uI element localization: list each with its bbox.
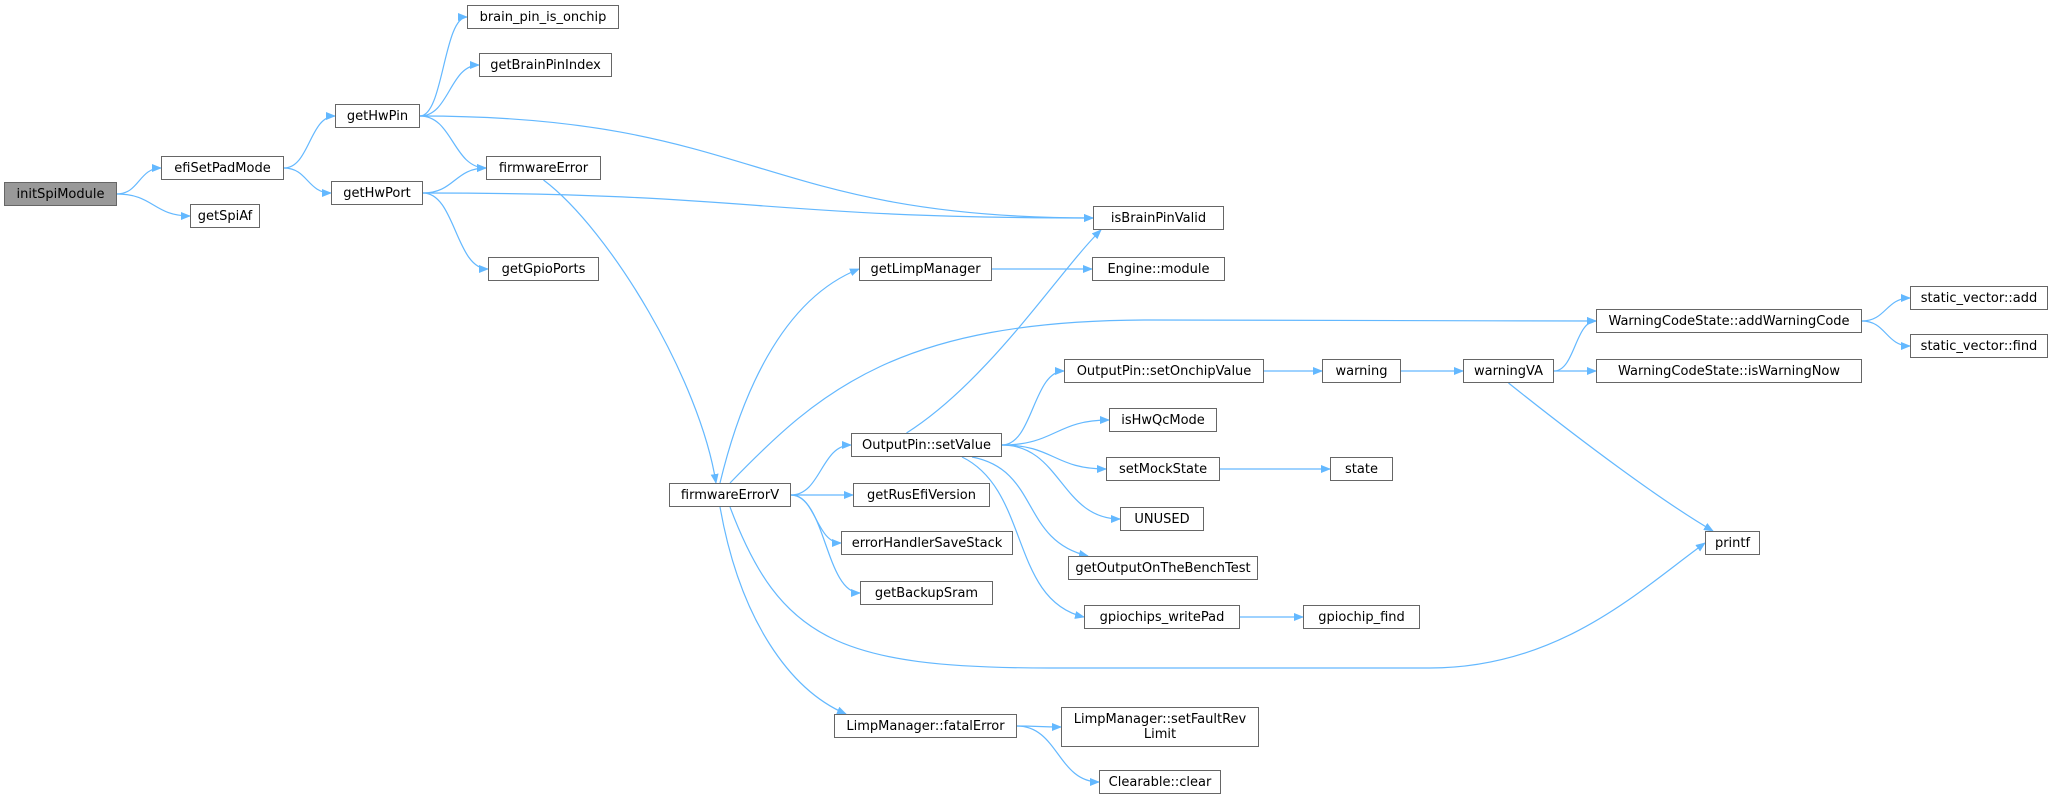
edge-warningva-to-printf — [1508, 382, 1714, 532]
edge-gethwpin-to-brain-pin-is-onchip — [419, 13, 468, 117]
edge-gethwport-to-getgpioports — [422, 192, 489, 273]
edge-outputpin-setvalue-to-setmockstate — [1001, 444, 1107, 473]
edge-outputpin-setvalue-to-outputpin-setonchipvalue — [1001, 367, 1065, 446]
edge-outputpin-setvalue-to-gpiochips-writepad — [961, 456, 1085, 619]
edge-firmwareerrorv-to-warningcodestate-addwarningcode — [729, 316, 1597, 484]
edge-efisetpadmode-to-gethwpin — [283, 112, 336, 169]
edge-gethwport-to-isbrainpinvalid — [422, 192, 1094, 222]
node-efisetpadmode[interactable]: efiSetPadMode — [161, 156, 284, 180]
edge-gethwport-to-firmwareerror — [422, 164, 487, 194]
node-ishwqcmode[interactable]: isHwQcMode — [1109, 408, 1217, 432]
node-gpiochips-writepad[interactable]: gpiochips_writePad — [1084, 605, 1240, 629]
node-warningva[interactable]: warningVA — [1463, 359, 1554, 383]
edge-firmwareerrorv-to-printf — [729, 506, 1706, 669]
node-getrusefiversion[interactable]: getRusEfiVersion — [853, 483, 990, 507]
node-initspimodule[interactable]: initSpiModule — [4, 182, 117, 206]
node-engine-module[interactable]: Engine::module — [1092, 257, 1225, 281]
node-warning[interactable]: warning — [1322, 359, 1401, 383]
node-warningcodestate-iswarningnow[interactable]: WarningCodeState::isWarningNow — [1596, 359, 1862, 383]
edge-outputpin-setvalue-to-ishwqcmode — [1001, 416, 1110, 446]
node-outputpin-setonchipvalue[interactable]: OutputPin::setOnchipValue — [1064, 359, 1264, 383]
node-warningcodestate-addwarningcode[interactable]: WarningCodeState::addWarningCode — [1596, 309, 1862, 333]
edge-warningva-to-warningcodestate-addwarningcode — [1553, 317, 1597, 372]
edge-outputpin-setvalue-to-getoutputonthebenchtest — [971, 456, 1089, 558]
node-getlimpmanager[interactable]: getLimpManager — [859, 257, 992, 281]
node-getspiaf[interactable]: getSpiAf — [190, 204, 260, 228]
node-firmwareerror[interactable]: firmwareError — [486, 156, 601, 180]
node-state[interactable]: state — [1330, 457, 1393, 481]
edge-warningcodestate-addwarningcode-to-static-vector-find — [1861, 320, 1911, 350]
node-getoutputonthebenchtest[interactable]: getOutputOnTheBenchTest — [1068, 556, 1258, 580]
node-getgpioports[interactable]: getGpioPorts — [488, 257, 599, 281]
node-printf[interactable]: printf — [1705, 531, 1760, 555]
edge-firmwareerrorv-to-limpmanager-fatalerror — [719, 506, 847, 715]
node-isbrainpinvalid[interactable]: isBrainPinValid — [1093, 206, 1224, 230]
edge-outputpin-setvalue-to-unused — [1001, 444, 1121, 523]
edge-firmwareerror-to-firmwareerrorv — [543, 179, 719, 484]
edge-gethwpin-to-firmwareerror — [419, 115, 487, 172]
edge-gethwpin-to-getbrainpinindex — [419, 61, 480, 117]
node-getbackupsram[interactable]: getBackupSram — [860, 581, 993, 605]
edge-firmwareerrorv-to-outputpin-setvalue — [790, 441, 852, 496]
node-errorhandlersavestack[interactable]: errorHandlerSaveStack — [841, 531, 1013, 555]
edge-warningcodestate-addwarningcode-to-static-vector-add — [1861, 294, 1911, 322]
node-static-vector-add[interactable]: static_vector::add — [1910, 286, 2048, 310]
node-unused[interactable]: UNUSED — [1120, 507, 1204, 531]
edge-gethwpin-to-isbrainpinvalid — [419, 115, 1094, 222]
edge-limpmanager-fatalerror-to-clearable-clear — [1016, 725, 1100, 786]
node-getbrainpinindex[interactable]: getBrainPinIndex — [479, 53, 612, 77]
node-limpmanager-setfaultrevlimit[interactable]: LimpManager::setFaultRev Limit — [1061, 707, 1259, 747]
edge-firmwareerrorv-to-getlimpmanager — [719, 268, 860, 484]
edge-firmwareerrorv-to-getbackupsram — [790, 494, 861, 597]
node-gethwpin[interactable]: getHwPin — [335, 104, 420, 128]
edge-outputpin-setvalue-to-isbrainpinvalid — [906, 229, 1102, 434]
node-gethwport[interactable]: getHwPort — [331, 181, 423, 205]
node-outputpin-setvalue[interactable]: OutputPin::setValue — [851, 433, 1002, 457]
edge-initspimodule-to-efisetpadmode — [116, 164, 162, 195]
node-limpmanager-fatalerror[interactable]: LimpManager::fatalError — [834, 714, 1017, 738]
node-clearable-clear[interactable]: Clearable::clear — [1099, 770, 1221, 794]
edge-initspimodule-to-getspiaf — [116, 193, 191, 220]
edge-efisetpadmode-to-gethwport — [283, 167, 332, 197]
node-gpiochip-find[interactable]: gpiochip_find — [1303, 605, 1420, 629]
node-setmockstate[interactable]: setMockState — [1106, 457, 1220, 481]
node-firmwareerrorv[interactable]: firmwareErrorV — [669, 483, 791, 507]
node-brain-pin-is-onchip[interactable]: brain_pin_is_onchip — [467, 5, 619, 29]
node-static-vector-find[interactable]: static_vector::find — [1910, 334, 2048, 358]
